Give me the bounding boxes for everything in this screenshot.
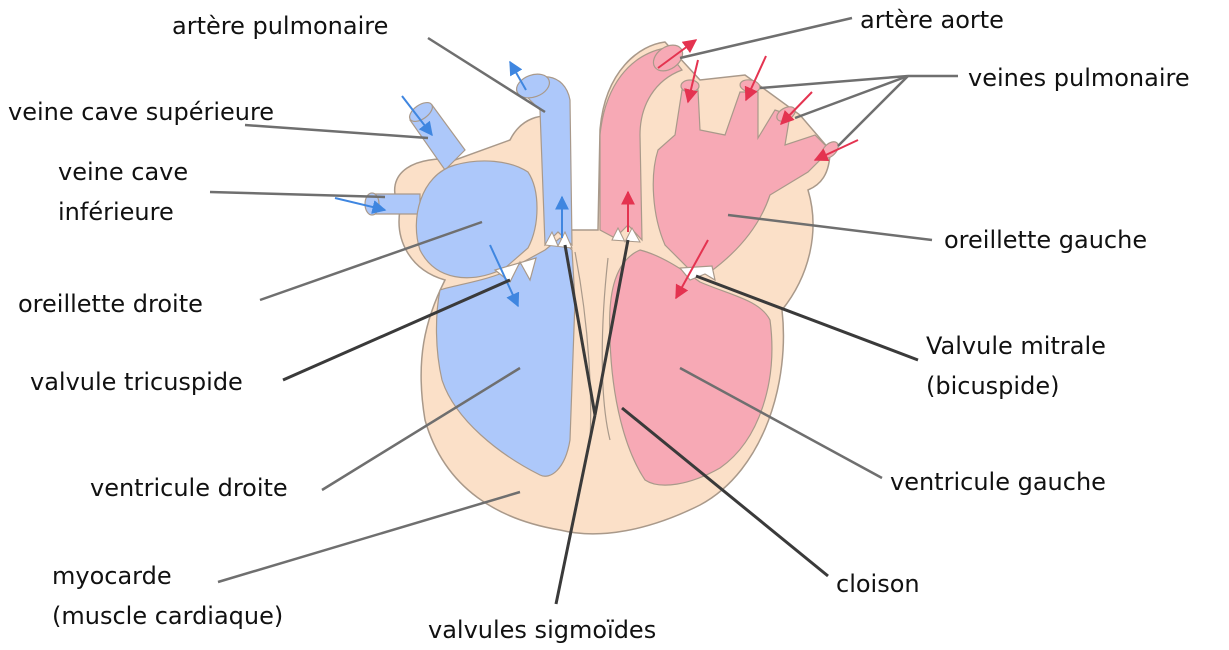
- label-tricuspid-valve: valvule tricuspide: [30, 362, 243, 402]
- leader-pulmonary-veins-2: [760, 76, 908, 88]
- label-right-ventricle: ventricule droite: [90, 468, 288, 508]
- leader-pulmonary-veins-3: [795, 76, 908, 118]
- label-superior-vena-cava: veine cave supérieure: [8, 92, 274, 132]
- leader-inferior-vena-cava: [210, 192, 385, 197]
- label-mitral-valve: Valvule mitrale (bicuspide): [926, 326, 1106, 406]
- label-right-atrium: oreillette droite: [18, 284, 203, 324]
- label-septum: cloison: [836, 564, 920, 604]
- label-left-atrium: oreillette gauche: [944, 220, 1147, 260]
- label-inferior-vena-cava-line1: veine cave: [58, 152, 188, 192]
- label-inferior-vena-cava-line2: inférieure: [58, 192, 188, 232]
- label-mitral-valve-line1: Valvule mitrale: [926, 326, 1106, 366]
- label-left-ventricle: ventricule gauche: [890, 462, 1106, 502]
- leader-pulmonary-artery: [428, 38, 545, 112]
- label-inferior-vena-cava: veine cave inférieure: [58, 152, 188, 232]
- label-mitral-valve-line2: (bicuspide): [926, 366, 1106, 406]
- label-myocardium: myocarde (muscle cardiaque): [52, 556, 283, 636]
- label-myocardium-line1: myocarde: [52, 556, 283, 596]
- leader-pulmonary-veins-4: [838, 76, 908, 146]
- label-semilunar-valves: valvules sigmoïdes: [428, 610, 656, 650]
- label-aorta: artère aorte: [860, 0, 1004, 40]
- label-myocardium-line2: (muscle cardiaque): [52, 596, 283, 636]
- leader-aorta: [680, 18, 852, 58]
- label-pulmonary-artery: artère pulmonaire: [172, 6, 388, 46]
- label-pulmonary-veins: veines pulmonaire: [968, 58, 1190, 98]
